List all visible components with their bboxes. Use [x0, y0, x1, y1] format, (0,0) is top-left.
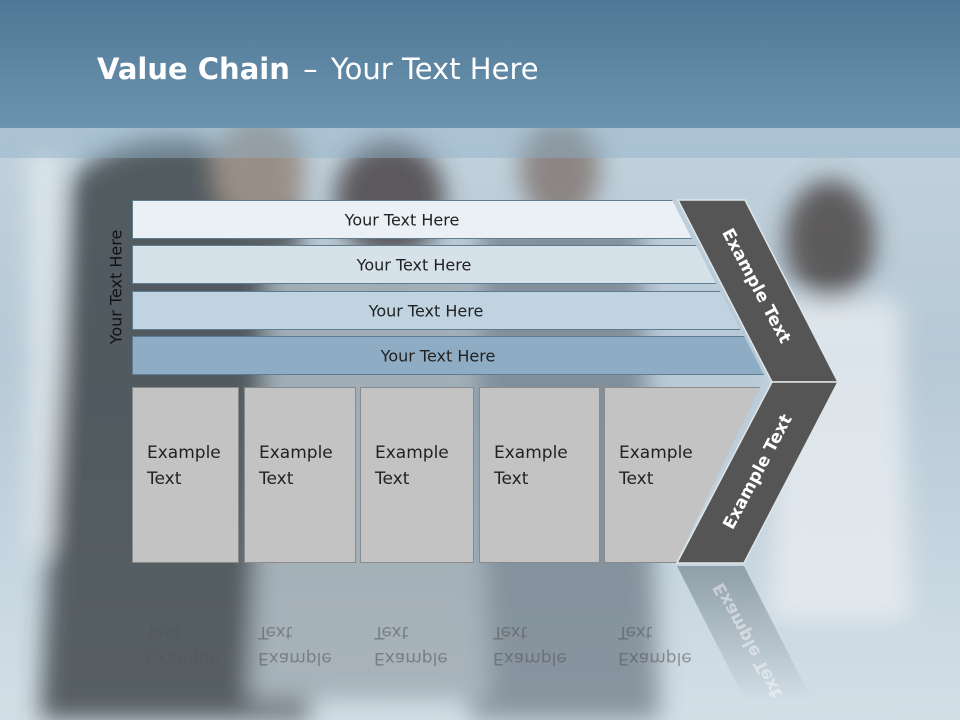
support-row-label: Your Text Here	[356, 255, 472, 274]
support-row-label: Your Text Here	[368, 301, 484, 320]
title-rest: Your Text Here	[330, 52, 539, 86]
primary-column-1: Example Text	[132, 387, 239, 563]
support-row-1: Your Text Here	[132, 200, 692, 239]
reflection-text: Example Text	[146, 622, 220, 668]
primary-column-label: Example Text	[147, 443, 221, 489]
primary-column-4: Example Text	[479, 387, 600, 563]
support-row-label: Your Text Here	[380, 346, 496, 365]
support-row-2: Your Text Here	[132, 245, 716, 284]
reflection-4: Example Text	[479, 565, 600, 695]
slide-title: Value Chain – Your Text Here	[97, 52, 539, 86]
header-band	[0, 0, 960, 128]
reflection-3: Example Text	[360, 565, 474, 695]
primary-column-label: Example Text	[259, 443, 333, 489]
reflection-text: Example Text	[493, 622, 567, 668]
primary-column-label: Example Text	[619, 443, 693, 489]
title-separator: –	[303, 52, 318, 86]
reflection-2: Example Text	[244, 565, 356, 695]
primary-column-3: Example Text	[360, 387, 474, 563]
reflection-text: Example Text	[618, 622, 692, 668]
support-row-3: Your Text Here	[132, 291, 740, 330]
primary-column-label: Example Text	[494, 443, 568, 489]
title-bold: Value Chain	[97, 52, 290, 86]
reflection-1: Example Text	[132, 565, 239, 695]
reflection-text: Example Text	[374, 622, 448, 668]
reflection-5: Example Text	[604, 565, 714, 695]
support-row-label: Your Text Here	[344, 210, 460, 229]
reflection-text: Example Text	[258, 622, 332, 668]
primary-column-2: Example Text	[244, 387, 356, 563]
support-row-4: Your Text Here	[132, 336, 764, 375]
primary-column-label: Example Text	[375, 443, 449, 489]
side-label-text: Your Text Here	[106, 229, 126, 345]
